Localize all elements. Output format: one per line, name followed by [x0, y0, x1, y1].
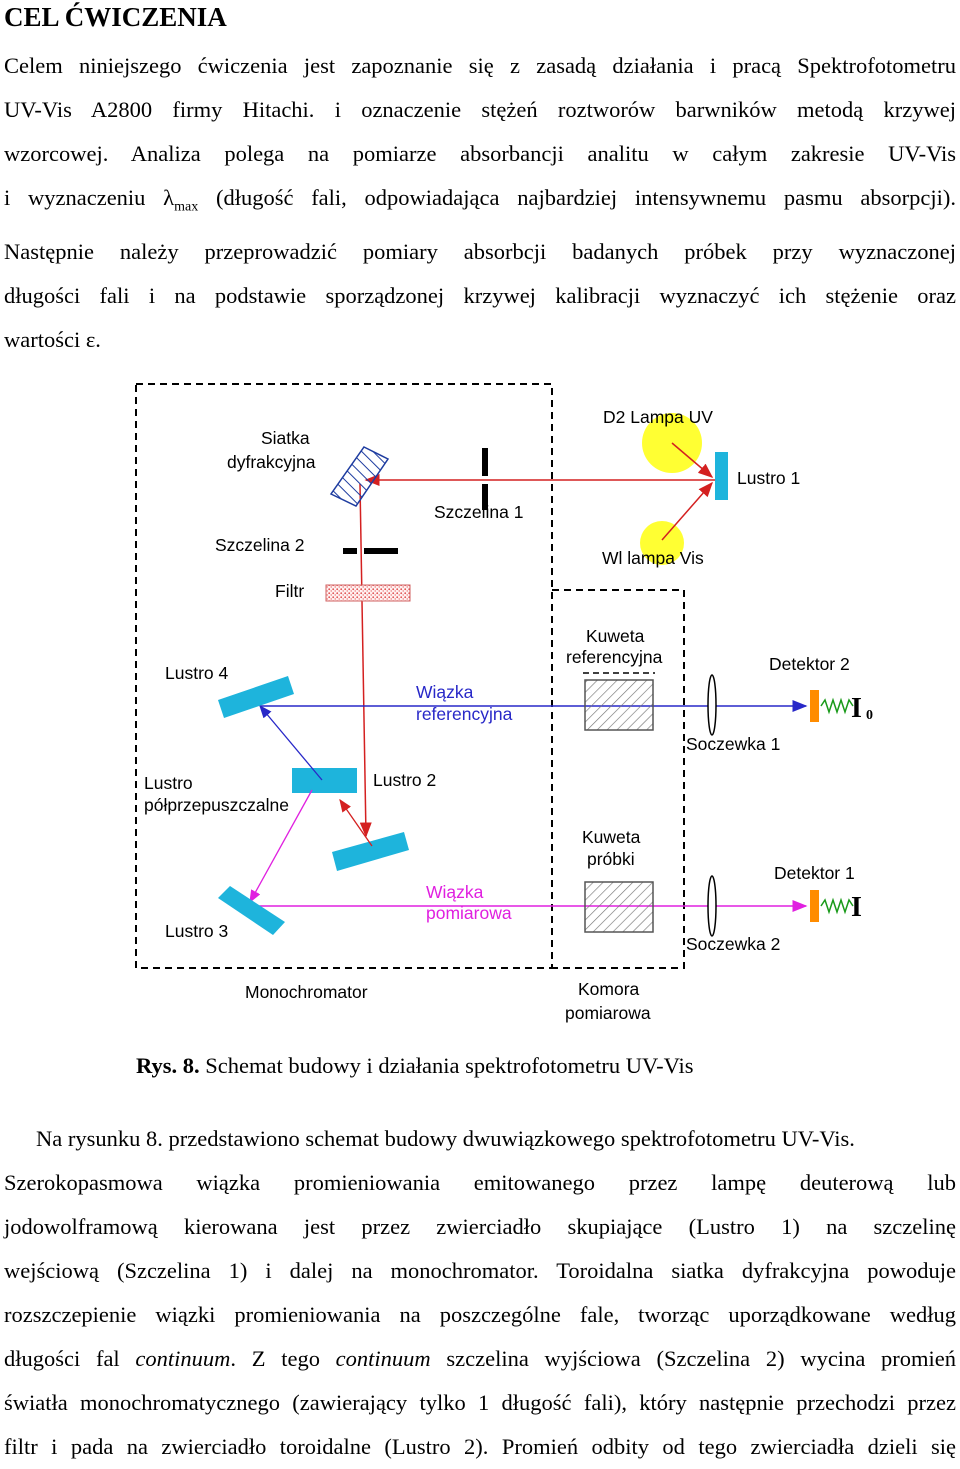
label-detector-2: Detektor 2: [769, 654, 850, 674]
description-paragraph: Na rysunku 8. przedstawiono schemat budo…: [4, 1117, 956, 1469]
sample-cuvette: [584, 881, 654, 933]
label-ref-beam-1: Wiązka: [416, 682, 474, 702]
slit-2-left: [343, 548, 357, 554]
label-meas-beam-2: pomiarowa: [426, 903, 512, 923]
label-vis-lamp: Wl lampa Vis: [602, 548, 704, 568]
text-line: i wyznaczeniu λmax (długość fali, odpowi…: [4, 176, 956, 230]
beam-lustro2-to-half-mirror: [339, 798, 373, 847]
text-line: filtr i pada na zwierciadło toroidalne (…: [4, 1434, 956, 1459]
label-ref-cuvette-2: referencyjna: [566, 647, 663, 667]
label-slit-2: Szczelina 2: [215, 535, 305, 555]
slit-1-upper: [482, 448, 488, 476]
text-segment: (długość fali, odpowiadająca najbardziej…: [198, 185, 956, 210]
measurement-chamber-enclosure: [552, 589, 685, 969]
section-heading: CEL ĆWICZENIA: [4, 2, 227, 32]
label-half-mirror-1: Lustro: [144, 773, 193, 793]
text-line: wzorcowej. Analiza polega na pomiarze ab…: [4, 141, 956, 166]
label-half-mirror-2: półprzepuszczalne: [144, 795, 289, 815]
uv-beam: [671, 442, 714, 478]
text-italic: continuum: [335, 1346, 431, 1371]
caption-label: Rys. 8.: [136, 1053, 200, 1078]
text-line: Następnie należy przeprowadzić pomiary a…: [4, 238, 956, 264]
text-line: Celem niniejszego ćwiczenia jest zapozna…: [4, 53, 956, 78]
text-italic: continuum: [135, 1346, 231, 1371]
text-line: wartości ε.: [4, 326, 101, 352]
label-detector-1: Detektor 1: [774, 863, 855, 883]
label-mirror-1: Lustro 1: [737, 468, 800, 488]
half-permeable-mirror: [292, 768, 357, 793]
text-line: UV-Vis A2800 firmy Hitachi. i oznaczenie…: [4, 97, 956, 122]
label-slit-1: Szczelina 1: [434, 502, 524, 522]
label-filter: Filtr: [275, 581, 304, 601]
spectrophotometer-diagram: Siatka dyfrakcyjna D2 Lampa UV Lustro 1 …: [135, 383, 873, 1023]
intensity-i0-subscript: 0: [866, 708, 873, 723]
slit-2-right: [364, 548, 398, 554]
text-segment: i wyznaczeniu λ: [4, 185, 175, 210]
label-mirror-4: Lustro 4: [165, 663, 228, 683]
label-sample-cuvette-2: próbki: [587, 849, 635, 869]
measurement-beam-to-lustro3: [249, 789, 313, 904]
text-segment: szczelina wyjściowa (Szczelina 2) wycina…: [430, 1346, 956, 1371]
monochromatic-beam: [359, 483, 372, 838]
reference-cuvette: [584, 679, 654, 731]
mirror-4: [218, 676, 294, 718]
label-lens-2: Soczewka 2: [686, 934, 780, 954]
label-chamber-2: pomiarowa: [565, 1003, 651, 1023]
label-mirror-3: Lustro 3: [165, 921, 228, 941]
text-line: długości fali i na podstawie sporządzone…: [4, 282, 956, 308]
intensity-i0-symbol: I: [851, 693, 862, 724]
lens-1: [707, 674, 717, 736]
text-line: jodowolframową kierowana jest przez zwie…: [4, 1214, 956, 1239]
lambda-max-subscript: max: [174, 199, 199, 215]
reference-beam-to-lustro4: [259, 705, 323, 781]
label-chamber-1: Komora: [578, 979, 640, 999]
mirror-3: [218, 886, 285, 935]
text-line: Szerokopasmowa wiązka promieniowania emi…: [4, 1170, 956, 1195]
label-grating-2: dyfrakcyjna: [227, 452, 316, 472]
w-vis-lamp: [640, 521, 684, 565]
detector-2-signal: [820, 697, 854, 715]
text-line: wejściową (Szczelina 1) i dalej na monoc…: [4, 1258, 956, 1283]
detector-1-signal: [820, 897, 854, 915]
filter: [325, 584, 411, 602]
intro-paragraph: Celem niniejszego ćwiczenia jest zapozna…: [4, 44, 956, 362]
mirror-2: [332, 832, 409, 871]
diffraction-grating: [329, 446, 390, 507]
text-segment: . Z tego: [230, 1346, 336, 1371]
lens-2: [707, 875, 717, 937]
label-mirror-2: Lustro 2: [373, 770, 436, 790]
text-line: rozszczepienie wiązki promieniowania na …: [4, 1302, 956, 1327]
slit-1-lower: [482, 484, 488, 510]
caption-text: Schemat budowy i działania spektrofotome…: [199, 1053, 694, 1078]
label-d2-lamp: D2 Lampa UV: [603, 407, 713, 427]
text-line: długości fal continuum. Z tego continuum…: [4, 1337, 956, 1381]
text-line: Na rysunku 8. przedstawiono schemat budo…: [36, 1126, 855, 1151]
detector-1: [810, 890, 819, 922]
text-line: światła monochromatycznego (zawierający …: [4, 1390, 956, 1415]
label-grating-1: Siatka: [261, 428, 310, 448]
vis-beam: [661, 481, 713, 541]
text-segment: długości fal: [4, 1346, 136, 1371]
intensity-i-symbol: I: [851, 892, 862, 923]
mirror-1: [715, 452, 728, 500]
detector-2: [810, 690, 819, 722]
label-ref-cuvette-1: Kuweta: [586, 626, 645, 646]
figure-caption: Rys. 8. Schemat budowy i działania spekt…: [136, 1053, 694, 1079]
label-monochromator: Monochromator: [245, 982, 368, 1002]
label-ref-beam-2: referencyjna: [416, 704, 513, 724]
label-lens-1: Soczewka 1: [686, 734, 780, 754]
label-meas-beam-1: Wiązka: [426, 882, 484, 902]
label-sample-cuvette-1: Kuweta: [582, 827, 641, 847]
